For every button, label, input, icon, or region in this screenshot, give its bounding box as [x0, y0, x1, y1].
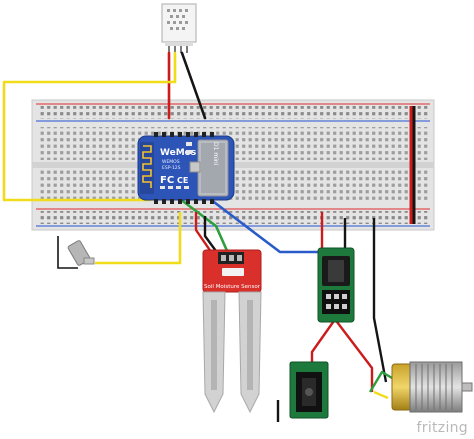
temperature-probe [57, 236, 95, 269]
wemos-d1-mini-label: D1 mini [212, 142, 219, 166]
soil-sensor-label: Soil Moisture Sensor [204, 284, 261, 290]
smd-components [160, 142, 192, 189]
wire-blue-relay [205, 194, 326, 254]
dc-motor [391, 361, 473, 413]
soil-moisture-sensor: Soil Moisture Sensor [202, 249, 262, 414]
dc-power-jack [289, 361, 329, 419]
relay-module [317, 247, 355, 323]
dht-sensor [161, 3, 197, 53]
wire-black-right [372, 218, 388, 383]
wire-black-dht [180, 51, 207, 120]
fritzing-watermark: fritzing [416, 420, 468, 436]
wemos-chip-label: ESP-12S [162, 165, 181, 171]
wemos-brand-label: WeMos [160, 148, 196, 158]
fcc-mark: FC [160, 175, 174, 186]
wemos-model-label: WEMOS [162, 159, 180, 165]
wemos-d1-mini: WeMos WEMOS ESP-12S FC CE D1 mini [137, 132, 235, 204]
wire-yellow-thermistor [95, 212, 182, 265]
ce-mark: CE [177, 176, 188, 185]
wire-yellow-dht [2, 51, 177, 202]
wire-relay-to-jack [276, 317, 374, 422]
wire-green-motor [368, 370, 393, 400]
